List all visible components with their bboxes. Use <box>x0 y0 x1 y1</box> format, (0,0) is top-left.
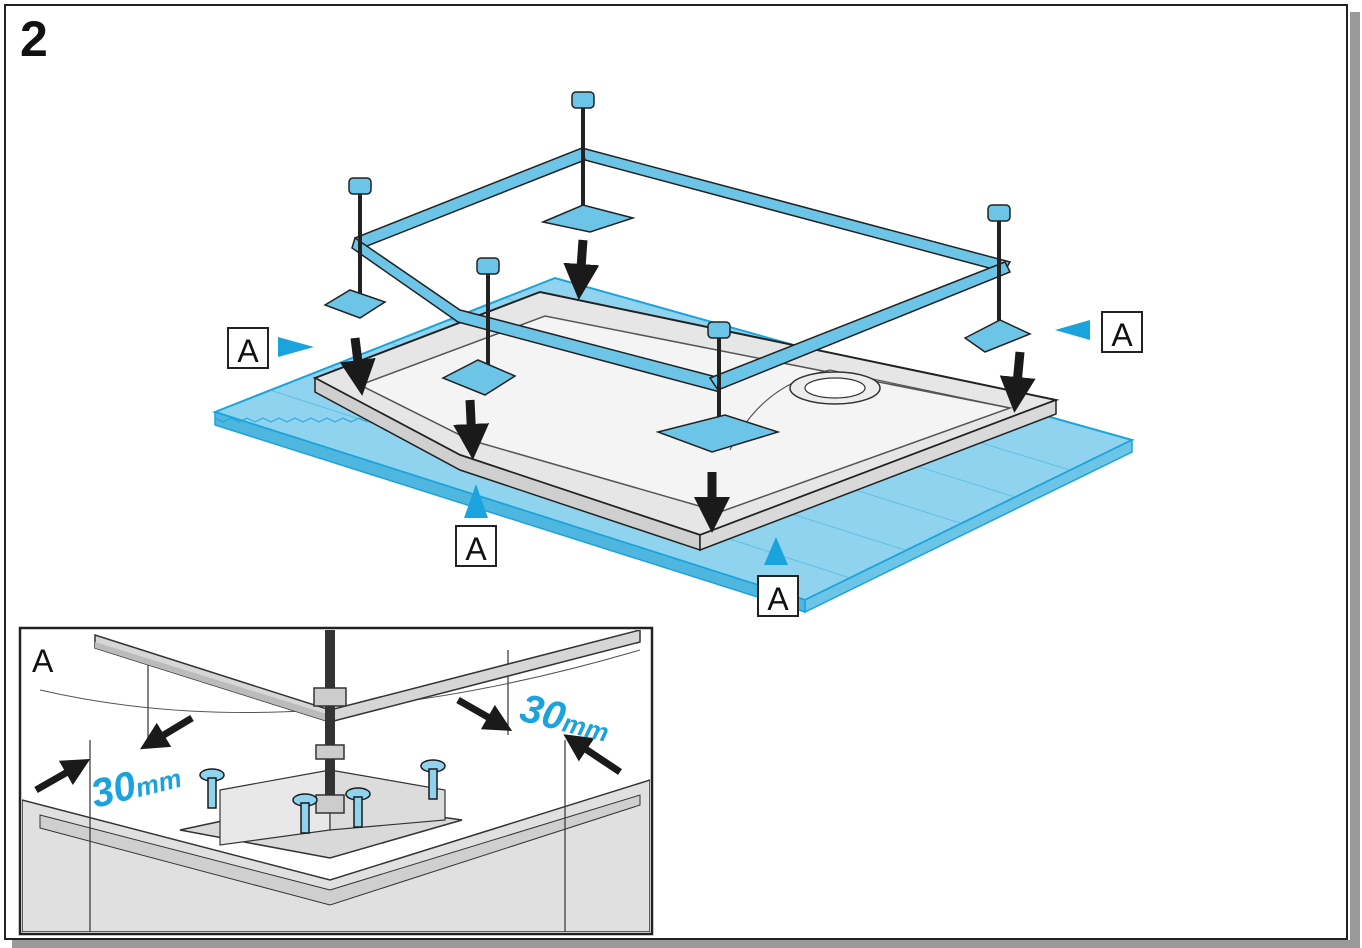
callout-a-right: A <box>1101 311 1143 353</box>
leg-5 <box>655 321 781 453</box>
arrow-down-3 <box>453 399 490 460</box>
arrow-down-1 <box>339 337 376 396</box>
step-number: 2 <box>20 11 48 67</box>
callout-pointers <box>278 320 1090 565</box>
frame-shadow-bottom <box>12 940 1360 948</box>
pointer-left <box>278 337 314 357</box>
callout-a-right-label: A <box>1111 317 1133 353</box>
svg-text:30mm: 30mm <box>516 686 615 751</box>
svg-text:30mm: 30mm <box>87 752 186 817</box>
arrow-down-4 <box>999 351 1036 413</box>
callout-a-left: A <box>227 327 269 369</box>
dim-left-value: 30 <box>87 763 141 816</box>
callout-a-front: A <box>455 525 497 567</box>
leg-3 <box>441 257 517 396</box>
leg-1 <box>323 177 387 319</box>
callout-a-front-label: A <box>465 531 487 567</box>
detail-inset: A 30mm 30mm <box>18 626 654 936</box>
arrow-down-2 <box>563 239 600 300</box>
pointer-front <box>464 484 488 518</box>
leg-2 <box>540 91 636 233</box>
callout-a-corner: A <box>757 575 799 617</box>
dim-right-value: 30 <box>516 686 570 739</box>
screws <box>199 759 446 834</box>
pointer-corner <box>764 537 788 565</box>
leg-4 <box>963 204 1032 353</box>
callout-a-left-label: A <box>237 333 259 369</box>
callout-a-corner-label: A <box>767 581 789 617</box>
shower-tray <box>312 290 1060 552</box>
detail-title: A <box>32 643 54 679</box>
pointer-right <box>1055 320 1090 340</box>
placement-arrows <box>339 239 1036 533</box>
frame-shadow-right <box>1350 12 1360 942</box>
adjustable-legs <box>323 91 1032 453</box>
